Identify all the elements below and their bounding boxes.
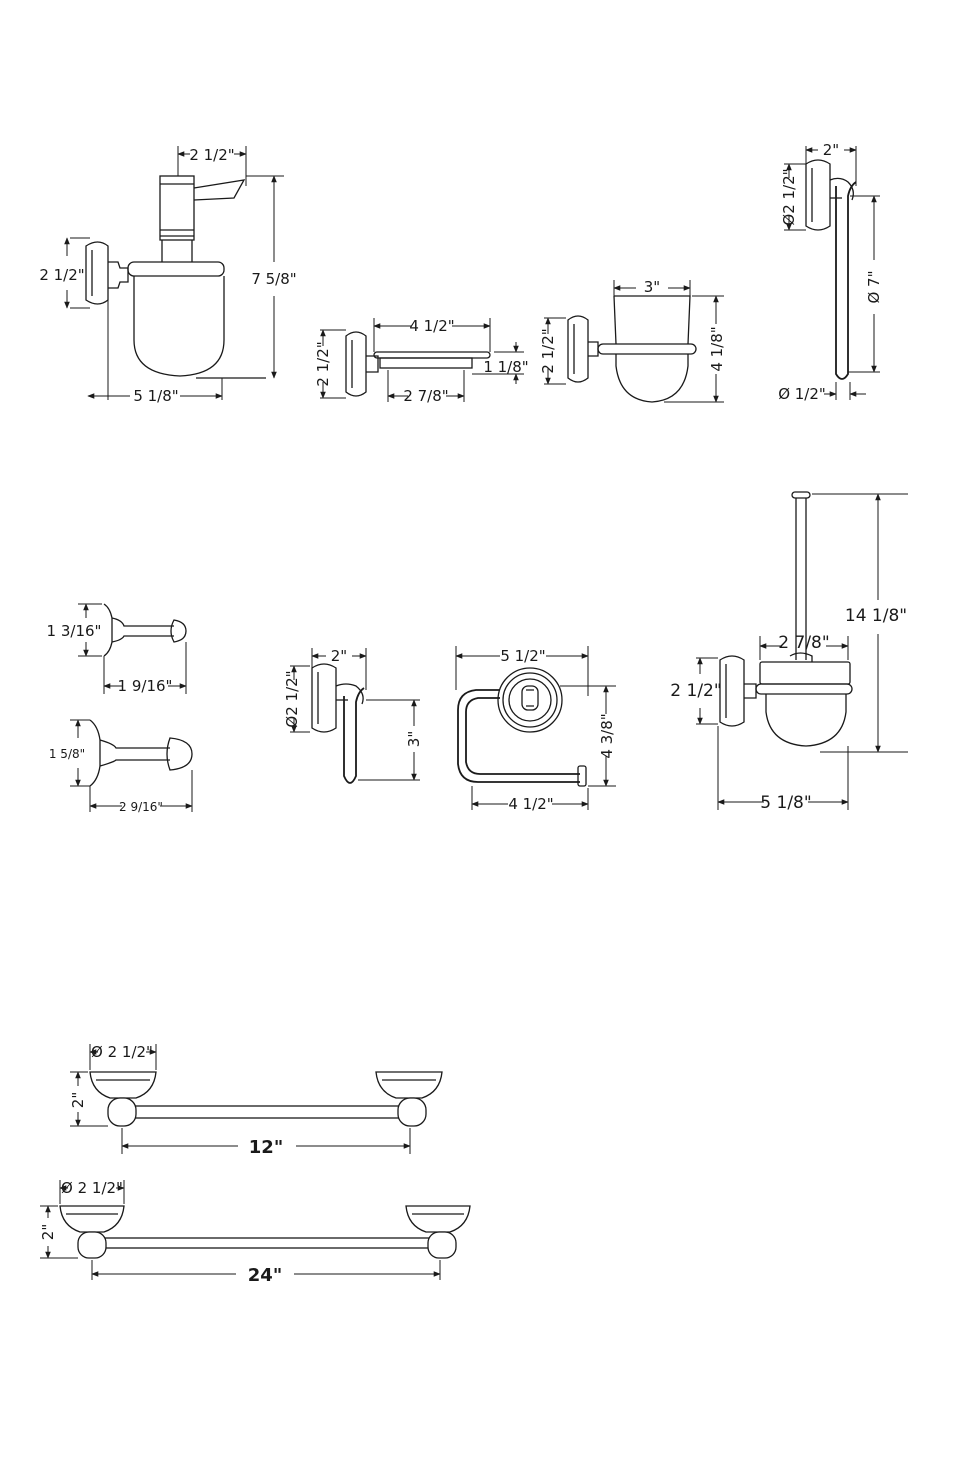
bar24-mount-dia-label: Ø 2 1/2" bbox=[61, 1179, 123, 1197]
dish-height-label: 1 1/8" bbox=[483, 358, 528, 376]
dish-mount-label: 2 1/2" bbox=[314, 341, 332, 386]
hook1-height-label: 1 3/16" bbox=[47, 622, 102, 640]
ring-projection-label: 2" bbox=[823, 141, 839, 159]
bar12-projection-label: 2" bbox=[69, 1092, 87, 1108]
soap-height-label: 7 5/8" bbox=[251, 270, 296, 288]
tumbler-mount-label: 2 1/2" bbox=[539, 328, 557, 373]
spare-projection-label: 2" bbox=[331, 647, 347, 665]
dish-glass-label: 2 7/8" bbox=[403, 387, 448, 405]
soap-mount-height-label: 2 1/2" bbox=[39, 266, 84, 284]
brush-height-label: 14 1/8" bbox=[845, 606, 907, 626]
hook2-projection-label: 2 9/16" bbox=[119, 800, 163, 814]
spare-height-label: 3" bbox=[405, 731, 423, 747]
ring-mount-dia-label: Ø2 1/2" bbox=[780, 168, 798, 225]
brush-mount-label: 2 1/2" bbox=[670, 681, 721, 701]
paper-width-label: 5 1/2" bbox=[500, 647, 545, 665]
bar12-mount-dia-label: Ø 2 1/2" bbox=[91, 1043, 153, 1061]
tumbler-width-label: 3" bbox=[644, 278, 660, 296]
spare-mount-dia-label: Ø2 1/2" bbox=[283, 670, 301, 727]
brush-width-label: 2 7/8" bbox=[778, 633, 829, 653]
dish-width-label: 4 1/2" bbox=[409, 317, 454, 335]
brush-projection-label: 5 1/8" bbox=[760, 793, 811, 813]
spare-roll-holder-drawing bbox=[290, 648, 420, 783]
ring-height-label: Ø 7" bbox=[865, 270, 883, 303]
bar24-projection-label: 2" bbox=[39, 1224, 57, 1240]
toilet-paper-holder-drawing bbox=[456, 646, 616, 810]
ring-rod-dia-label: Ø 1/2" bbox=[778, 385, 826, 403]
paper-height-label: 4 3/8" bbox=[598, 713, 616, 758]
bar12-length-label: 12" bbox=[249, 1137, 283, 1158]
robe-hook-large-drawing bbox=[70, 720, 192, 812]
soap-projection-label: 5 1/8" bbox=[133, 387, 178, 405]
soap-top-width-label: 2 1/2" bbox=[189, 146, 234, 164]
bar24-length-label: 24" bbox=[248, 1265, 282, 1286]
tumbler-height-label: 4 1/8" bbox=[708, 326, 726, 371]
paper-arm-label: 4 1/2" bbox=[508, 795, 553, 813]
hook2-height-label: 1 5/8" bbox=[49, 747, 85, 761]
hook1-projection-label: 1 9/16" bbox=[118, 677, 173, 695]
tumbler-drawing bbox=[544, 280, 724, 402]
